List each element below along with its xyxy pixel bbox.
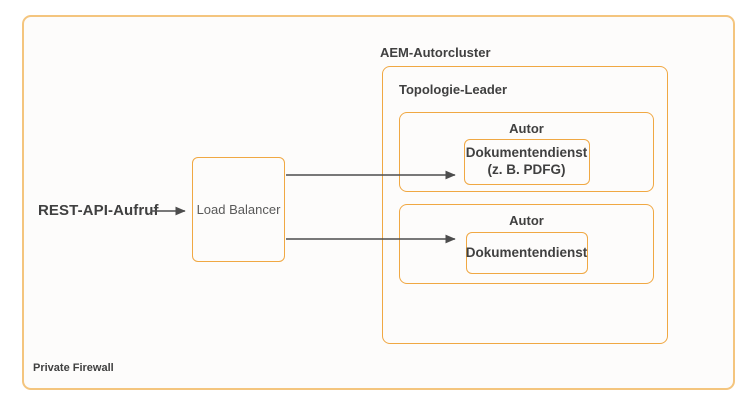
autor-label-1: Autor <box>509 121 544 136</box>
topologie-leader-label: Topologie-Leader <box>399 82 508 97</box>
dokumentendienst-pdfg-box: Dokumentendienst (z. B. PDFG) <box>463 139 590 185</box>
dokumentendienst-label: Dokumentendienst <box>465 244 588 260</box>
autor-label-2: Autor <box>509 213 544 228</box>
private-firewall-label: Private Firewall <box>33 362 114 374</box>
load-balancer-label: Load Balancer <box>196 202 281 217</box>
aem-autorcluster-label: AEM-Autorcluster <box>380 45 491 60</box>
dokumentendienst-pdfg-label-line1: Dokumentendienst <box>465 145 588 161</box>
dokumentendienst-box: Dokumentendienst <box>465 232 588 274</box>
dokumentendienst-pdfg-label-line2: (z. B. PDFG) <box>487 162 566 177</box>
load-balancer-box: Load Balancer <box>192 157 285 262</box>
autor-box-2: Autor Dokumentendienst <box>399 204 654 284</box>
autor-box-1: Autor Dokumentendienst (z. B. PDFG) <box>399 112 654 192</box>
rest-api-aufruf-label: REST-API-Aufruf <box>38 202 159 219</box>
